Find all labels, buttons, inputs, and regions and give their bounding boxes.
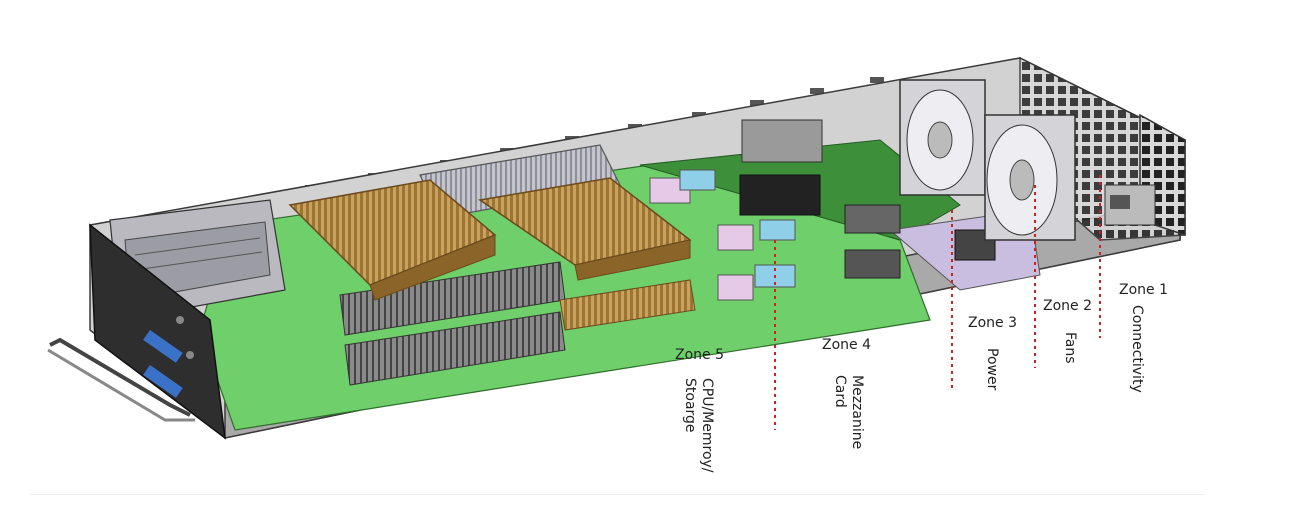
footer-divider: [30, 494, 1205, 495]
mezzanine-connectors: [649, 119, 996, 301]
fan-1: [899, 79, 986, 196]
chassis-handle: [47, 337, 195, 422]
front-panel: [89, 223, 226, 440]
zone5-title: Zone 5: [675, 347, 724, 363]
connectivity-module: [1104, 184, 1156, 226]
cpu-heatsink-2: [478, 177, 692, 281]
zone-markers: [774, 175, 1101, 430]
zone1-desc: Connectivity: [1129, 305, 1145, 393]
zone4-desc: Mezzanine Card: [832, 375, 865, 450]
memory-modules: [339, 261, 696, 386]
zone1-title: Zone 1: [1119, 282, 1168, 298]
zone3-title: Zone 3: [968, 315, 1017, 331]
zone2-title: Zone 2: [1043, 298, 1092, 314]
cpu-heatsink-1: [288, 179, 497, 301]
zone3-desc: Power: [984, 348, 1000, 391]
zone4-title: Zone 4: [822, 337, 871, 353]
fan-2: [984, 114, 1076, 241]
zone5-desc: CPU/Memroy/ Stoarge: [682, 378, 715, 473]
zone2-desc: Fans: [1062, 332, 1078, 364]
